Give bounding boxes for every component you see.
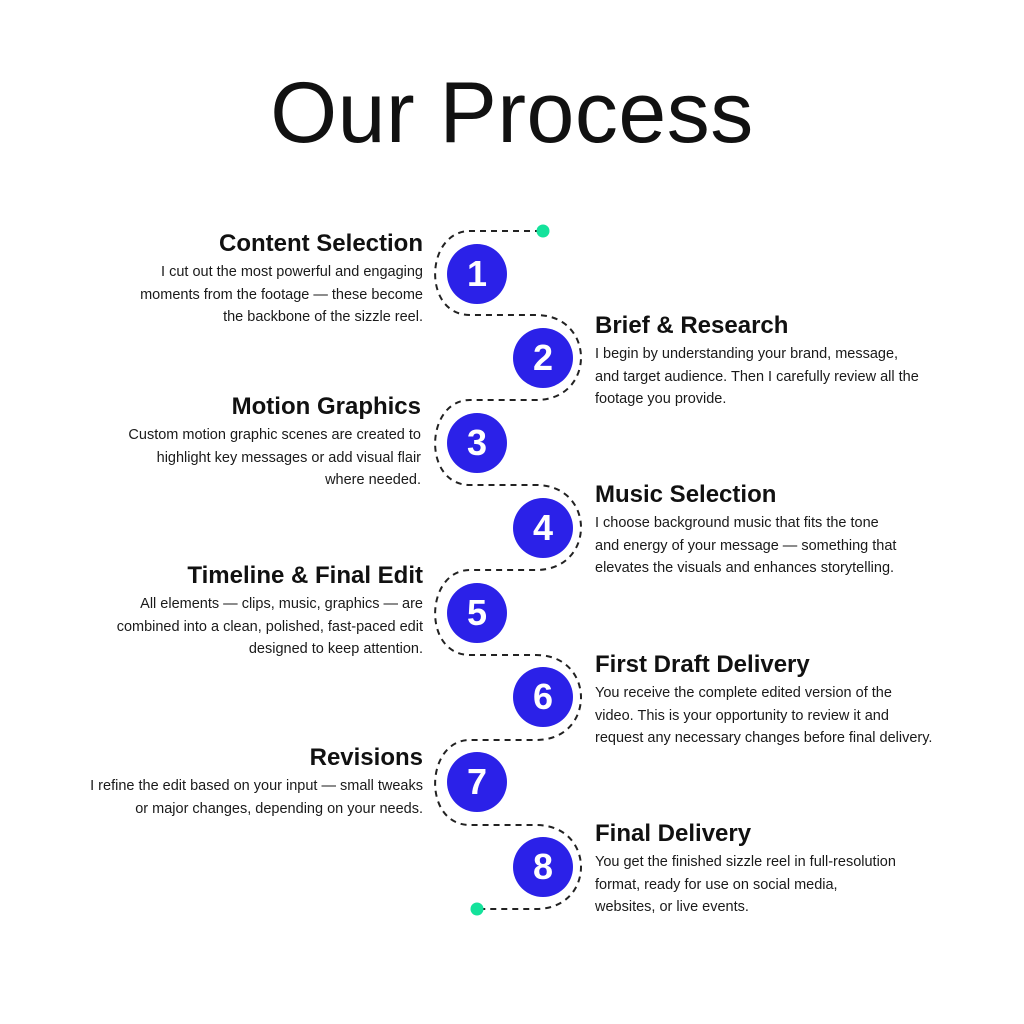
step-4-line-2: and energy of your message — something t… — [595, 537, 897, 554]
step-description-3: Custom motion graphic scenes are created… — [61, 424, 421, 492]
step-circle-4: 4 — [513, 498, 573, 558]
step-number-1: 1 — [466, 253, 488, 294]
step-circle-3: 3 — [447, 413, 507, 473]
step-8: Final Delivery You get the finished sizz… — [595, 819, 955, 919]
step-description-4: I choose background music that fits the … — [595, 512, 955, 580]
step-4-line-3: elevates the visuals and enhances storyt… — [595, 560, 895, 576]
step-5-line-3: designed to keep attention. — [248, 641, 423, 657]
step-circle-1: 1 — [447, 244, 507, 304]
step-title-7: Revisions — [309, 744, 423, 771]
step-5-line-1: All elements — clips, music, graphics — … — [140, 596, 423, 612]
step-8-line-2: format, ready for use on social media, — [595, 876, 838, 893]
step-2: Brief & Research I begin by understandin… — [595, 311, 955, 411]
step-number-7: 7 — [466, 761, 488, 802]
step-circle-6: 6 — [513, 667, 573, 727]
step-5-line-2: combined into a clean, polished, fast-pa… — [116, 618, 423, 635]
step-title-2: Brief & Research — [595, 312, 789, 339]
step-6-line-1: You receive the complete edited version … — [595, 685, 892, 701]
step-circle-5: 5 — [447, 583, 507, 643]
step-circle-2: 2 — [513, 328, 573, 388]
step-2-line-2: and target audience. Then I carefully re… — [595, 368, 919, 385]
step-number-3: 3 — [466, 422, 488, 463]
step-description-8: You get the finished sizzle reel in full… — [595, 851, 955, 919]
step-5: Timeline & Final Edit All elements — cli… — [63, 561, 423, 661]
step-description-5: All elements — clips, music, graphics — … — [63, 593, 423, 661]
step-6: First Draft Delivery You receive the com… — [595, 650, 955, 750]
start-dot — [536, 224, 550, 238]
step-title-1: Content Selection — [218, 230, 423, 257]
step-3-line-2: highlight key messages or add visual fla… — [156, 449, 421, 466]
step-title-3: Motion Graphics — [231, 393, 421, 420]
step-8-line-3: websites, or live events. — [595, 899, 749, 915]
step-1-line-2: moments from the footage — these become — [140, 286, 423, 303]
step-title-4: Music Selection — [595, 481, 777, 508]
step-4-line-1: I choose background music that fits the … — [595, 515, 879, 531]
step-number-5: 5 — [466, 592, 488, 633]
step-2-line-3: footage you provide. — [595, 391, 727, 407]
step-title-5: Timeline & Final Edit — [187, 562, 423, 589]
step-3-line-1: Custom motion graphic scenes are created… — [128, 427, 421, 443]
step-description-2: I begin by understanding your brand, mes… — [595, 343, 955, 411]
step-4: Music Selection I choose background musi… — [595, 480, 955, 580]
step-1: Content Selection I cut out the most pow… — [63, 229, 423, 329]
step-3: Motion Graphics Custom motion graphic sc… — [61, 392, 421, 492]
step-number-8: 8 — [532, 846, 554, 887]
step-8-line-1: You get the finished sizzle reel in full… — [595, 854, 896, 870]
end-dot — [470, 902, 484, 916]
step-number-6: 6 — [532, 676, 554, 717]
step-title-6: First Draft Delivery — [595, 651, 810, 678]
step-circle-7: 7 — [447, 752, 507, 812]
page-title: Our Process — [270, 65, 754, 161]
step-circle-8: 8 — [513, 837, 573, 897]
step-description-7: I refine the edit based on your input — … — [63, 775, 423, 820]
step-2-line-1: I begin by understanding your brand, mes… — [595, 346, 899, 362]
step-number-4: 4 — [532, 507, 554, 548]
step-3-line-3: where needed. — [325, 472, 421, 488]
step-6-line-3: request any necessary changes before fin… — [595, 730, 933, 746]
step-6-line-2: video. This is your opportunity to revie… — [595, 707, 889, 724]
step-7: Revisions I refine the edit based on you… — [63, 743, 423, 820]
step-7-line-1: I refine the edit based on your input — … — [90, 778, 423, 794]
step-description-1: I cut out the most powerful and engaging… — [63, 261, 423, 329]
step-1-line-3: the backbone of the sizzle reel. — [223, 309, 423, 325]
step-1-line-1: I cut out the most powerful and engaging — [161, 264, 423, 280]
step-7-line-2: or major changes, depending on your need… — [135, 800, 423, 817]
step-description-6: You receive the complete edited version … — [595, 682, 955, 750]
step-title-8: Final Delivery — [595, 820, 752, 847]
step-number-2: 2 — [532, 337, 554, 378]
dashed-connector-line — [434, 230, 582, 910]
